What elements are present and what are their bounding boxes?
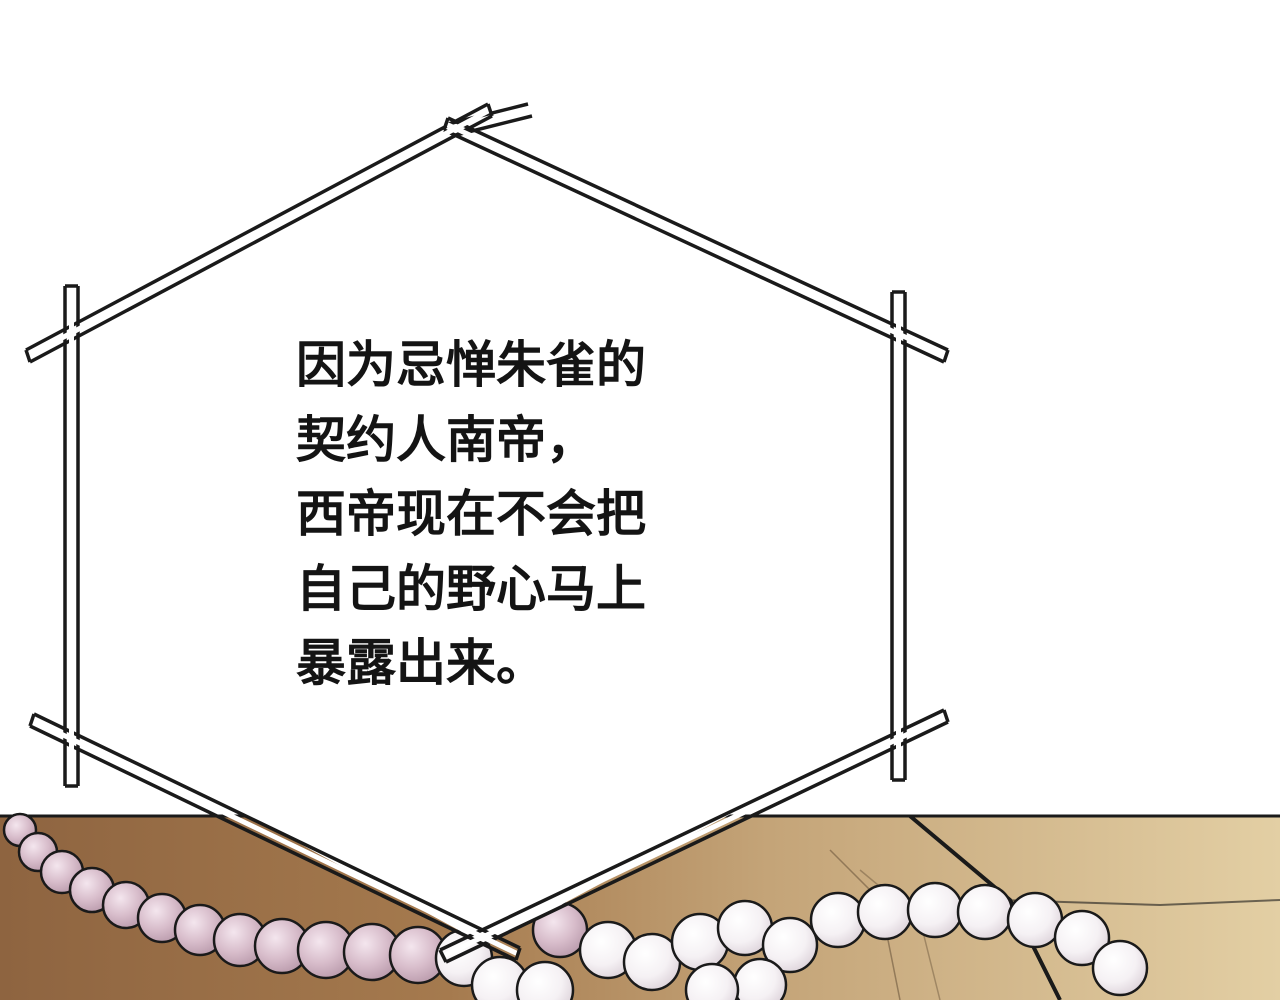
narration-box: 因为忌惮朱雀的 契约人南帝， 西帝现在不会把 自己的野心马上 暴露出来。: [296, 328, 736, 701]
narration-line-4: 自己的野心马上: [296, 559, 646, 618]
narration-line-2: 契约人南帝，: [296, 410, 596, 469]
narration-line-1: 因为忌惮朱雀的: [296, 336, 646, 394]
narration-line-5: 暴露出来。: [296, 634, 546, 692]
narration-line-3: 西帝现在不会把: [296, 485, 646, 543]
pearl-necklace-icon: [2, 812, 1149, 1000]
hexagon-bamboo-frame-icon: [24, 102, 950, 964]
